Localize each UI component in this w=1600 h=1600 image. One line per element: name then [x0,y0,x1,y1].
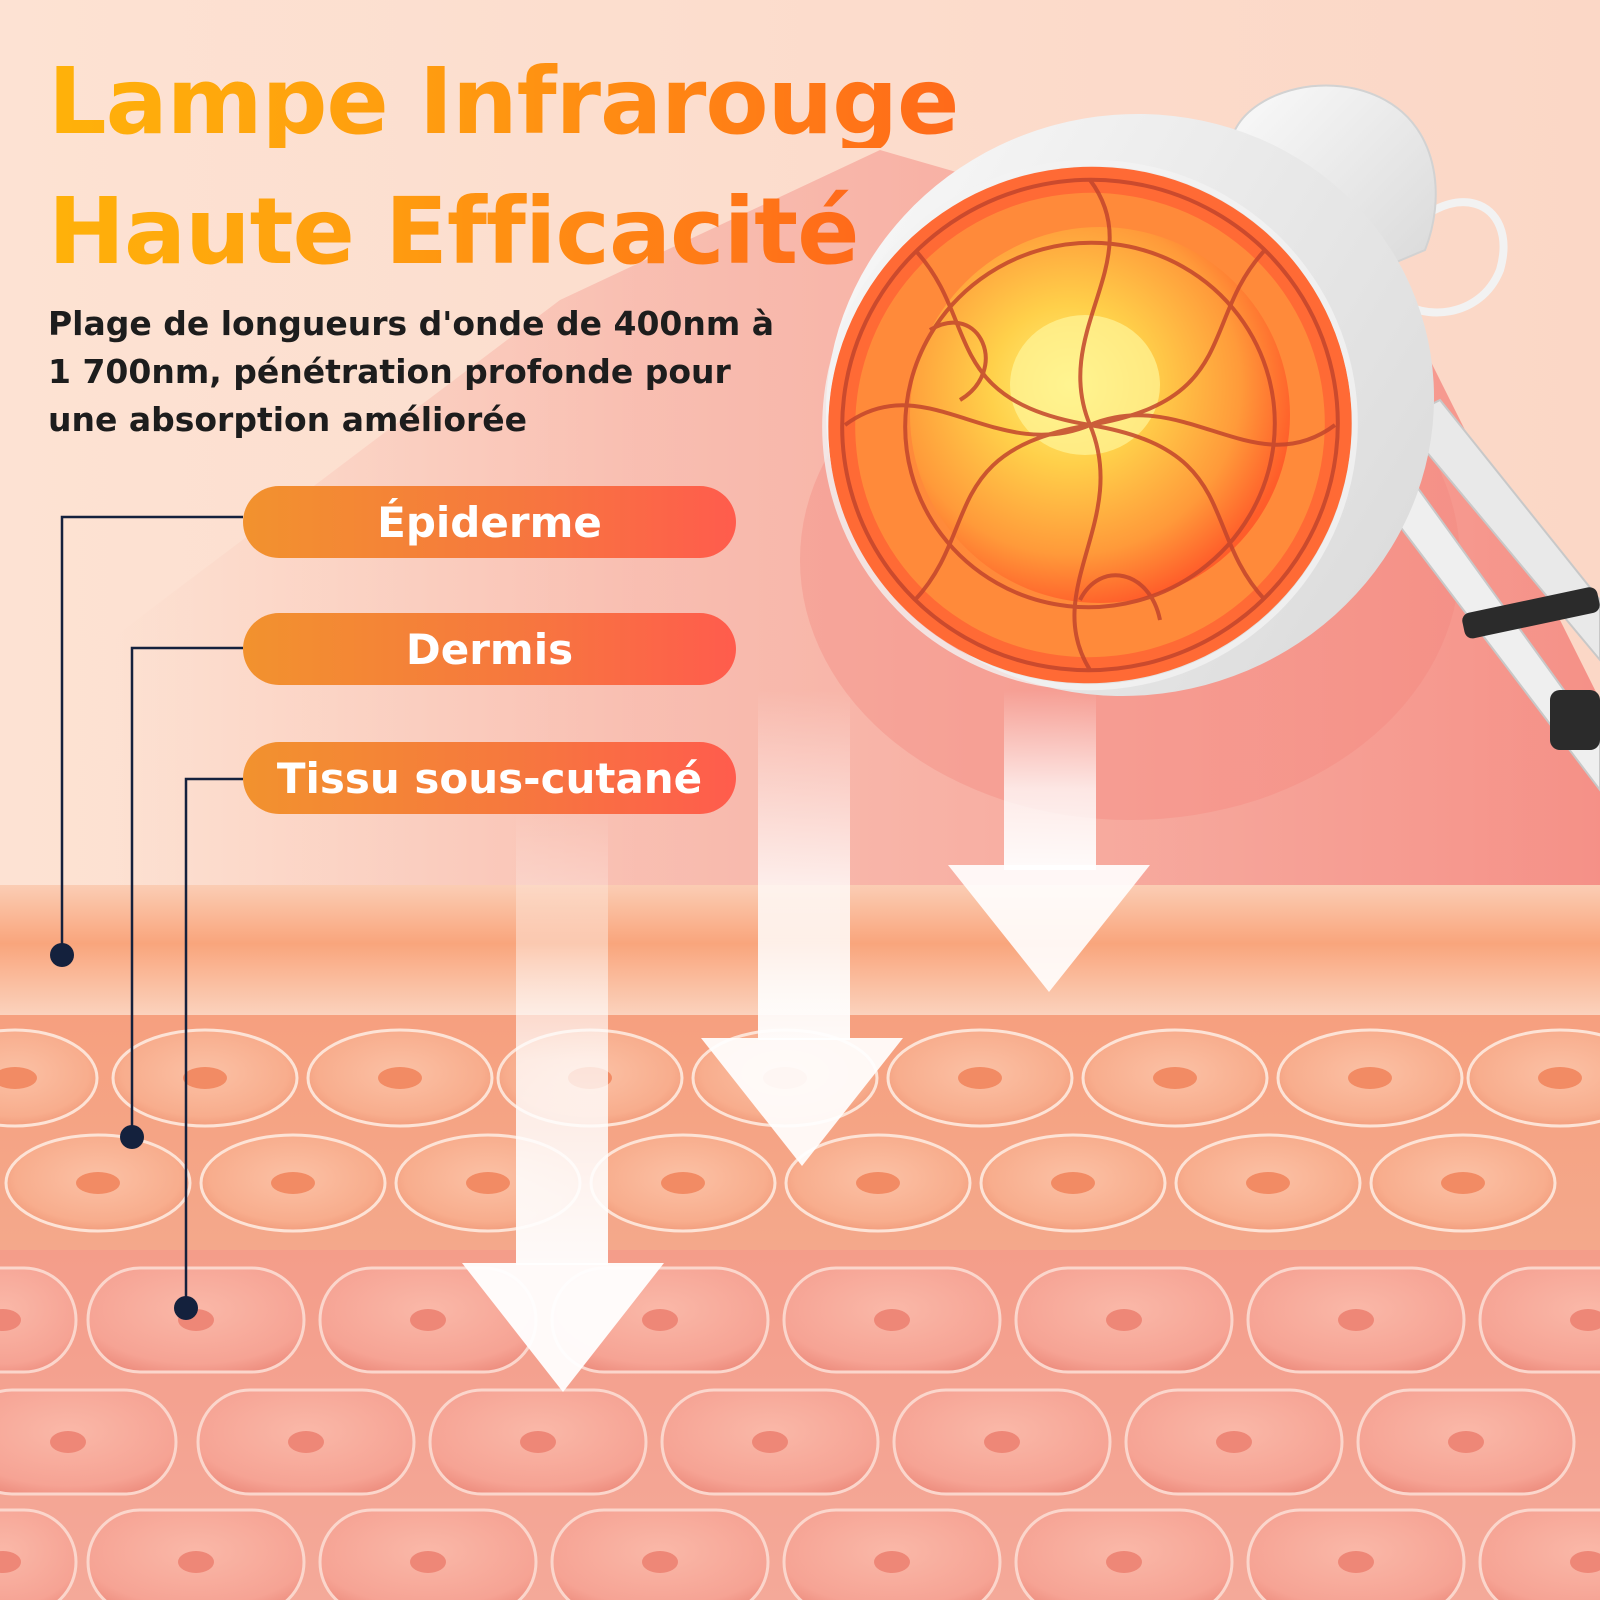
fat-cell [86,1508,306,1600]
dermis-cell [784,1133,972,1233]
epiderme-leader-line [60,515,243,955]
dermis-marker [120,1125,144,1149]
fat-cell [1356,1388,1576,1496]
fat-cell [0,1388,178,1496]
fat-cell [892,1388,1112,1496]
dermis-cell [979,1133,1167,1233]
dermis-cell [1081,1028,1269,1128]
dermis-cell [111,1028,299,1128]
infrared-lamp-icon [822,84,1600,792]
label-epiderme: Épiderme [243,486,736,558]
epiderme-marker [50,943,74,967]
dermis-leader-line [130,646,243,1137]
fat-cell [318,1508,538,1600]
dermis-cell [1369,1133,1557,1233]
title-line-2: Haute Efficacité [48,178,859,285]
dermis-cell [0,1028,99,1128]
fat-cell [1246,1266,1466,1374]
label-tissu-sous-cutane: Tissu sous-cutané [243,742,736,814]
fat-cell [318,1266,538,1374]
down-arrow-icon [948,690,1150,992]
label-dermis: Dermis [243,613,736,685]
subcutaneous-cells [0,1266,1600,1600]
fat-cell [86,1266,306,1374]
fat-cell [0,1508,78,1600]
down-arrow-icon [701,690,903,1166]
tissu-leader-line [184,777,243,1308]
fat-cell [782,1508,1002,1600]
fat-cell [0,1266,78,1374]
fat-cell [1124,1388,1344,1496]
down-arrow-icon [462,810,664,1392]
tissu-marker [174,1296,198,1320]
dermis-cell [4,1133,192,1233]
leader-lines [60,515,243,1308]
dermis-cell [589,1133,777,1233]
fat-cell [1478,1266,1600,1374]
fat-cell [196,1388,416,1496]
fat-cell [1014,1508,1234,1600]
fat-cell [550,1508,770,1600]
dermis-cell [306,1028,494,1128]
fat-cell [1478,1508,1600,1600]
dermis-cell [886,1028,1074,1128]
dermis-cell [1174,1133,1362,1233]
subtitle: Plage de longueurs d'onde de 400nm à 1 7… [48,304,775,439]
title-line-1: Lampe Infrarouge [48,48,959,155]
dermis-cell [1276,1028,1464,1128]
fat-cell [1246,1508,1466,1600]
fat-cell [782,1266,1002,1374]
fat-cell [660,1388,880,1496]
fat-cell [428,1388,648,1496]
dermis-cell [199,1133,387,1233]
dermis-cell [1466,1028,1600,1128]
fat-cell [1014,1266,1234,1374]
